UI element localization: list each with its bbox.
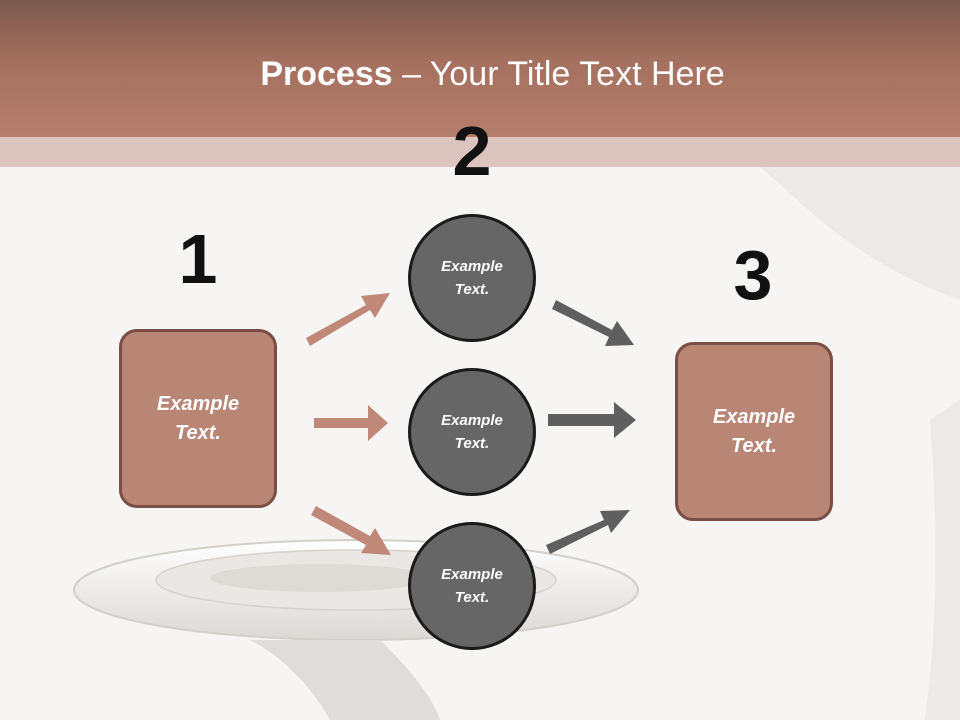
slide-title: Process – Your Title Text Here [0, 52, 960, 96]
step-number-2: 2 [452, 112, 492, 190]
title-rest: – Your Title Text Here [392, 55, 725, 93]
step-number-1: 1 [178, 220, 218, 298]
arrow-from-circle-1 [552, 300, 634, 346]
right-process-box: Example Text. [675, 342, 833, 521]
arrow-from-circle-2 [548, 402, 636, 438]
arrow-to-circle-1 [306, 293, 390, 346]
circle-2-label: Example Text. [441, 412, 503, 452]
process-circle-1: Example Text. [408, 214, 536, 342]
circle-1-label: Example Text. [441, 258, 503, 298]
arrow-to-circle-2 [314, 405, 388, 441]
header-band [0, 0, 960, 137]
process-circle-3: Example Text. [408, 522, 536, 650]
circle-3-label: Example Text. [441, 566, 503, 606]
title-bold: Process [260, 55, 393, 93]
process-circle-2: Example Text. [408, 368, 536, 496]
arrow-from-circle-3 [546, 510, 630, 554]
step-number-3: 3 [733, 236, 773, 314]
left-box-label: Example Text. [156, 392, 240, 444]
left-process-box: Example Text. [119, 329, 277, 508]
right-box-label: Example Text. [712, 405, 796, 457]
header-strip [0, 137, 960, 167]
arrow-to-circle-3 [311, 506, 391, 555]
